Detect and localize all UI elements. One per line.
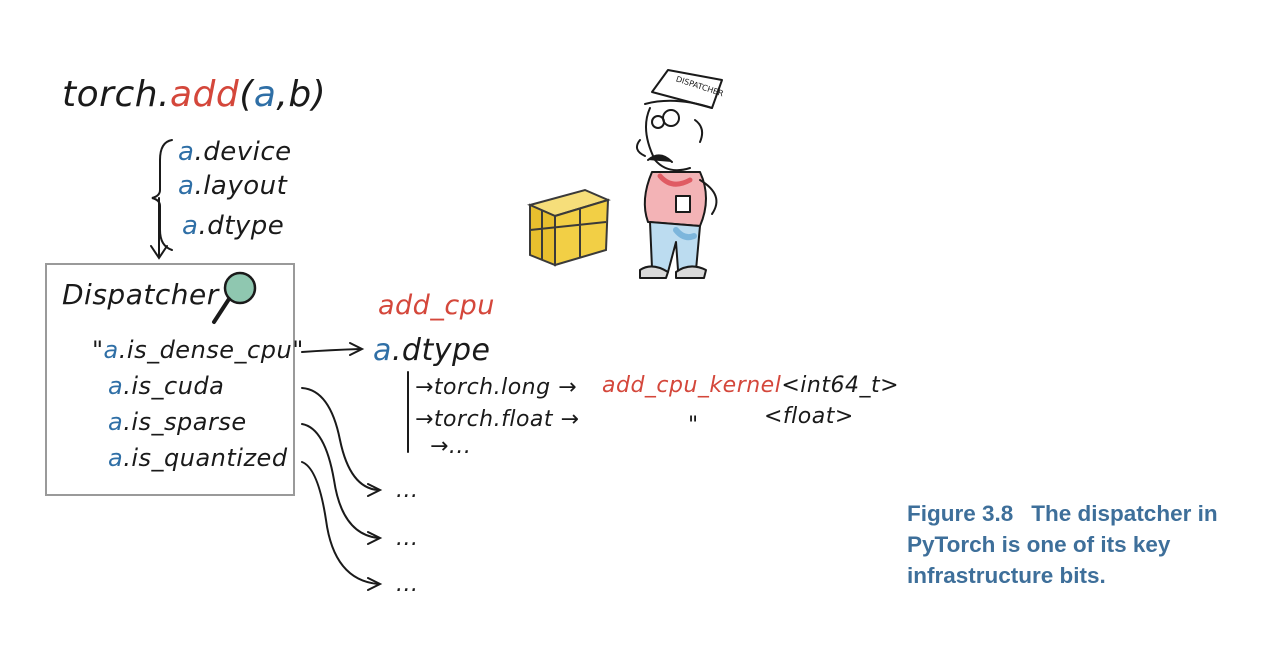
ditto-mark: " — [688, 413, 699, 438]
attribute-dtype: a.dtype — [182, 211, 284, 241]
condition-obj: a — [103, 336, 119, 364]
attribute-layout: a.layout — [178, 171, 287, 201]
quote-close: " — [292, 336, 304, 364]
attribute-obj: a — [182, 211, 199, 241]
condition-obj: a — [108, 372, 124, 400]
dtype-row-more: →... — [430, 434, 472, 459]
arg-a: a — [253, 74, 277, 115]
attribute-name: .layout — [194, 171, 288, 201]
kernel-type: <int64_t> — [781, 373, 899, 398]
dtype-row-long: →torch.long → — [415, 375, 578, 400]
attribute-brace — [150, 139, 173, 260]
dtype-row-float: →torch.float → — [415, 407, 580, 432]
branch-ellipsis: ... — [396, 526, 419, 551]
dtype-check: a.dtype — [373, 333, 491, 368]
attribute-device: a.device — [178, 137, 292, 167]
condition-obj: a — [108, 444, 124, 472]
condition-is-sparse: a.is_sparse — [108, 408, 247, 436]
args-rest: ,b) — [276, 74, 327, 115]
open-paren: ( — [239, 74, 254, 115]
add-cpu-label: add_cpu — [378, 290, 495, 321]
branch-arrows — [301, 387, 383, 591]
float-type: <float> — [764, 404, 854, 429]
magnifier-icon — [212, 271, 257, 324]
add-function: add — [170, 74, 240, 115]
attribute-obj: a — [178, 137, 195, 167]
dtype-obj: a — [373, 333, 392, 368]
attribute-name: .dtype — [198, 211, 285, 241]
kernel-label: add_cpu_kernel<int64_t> — [602, 373, 899, 398]
branch-ellipsis: ... — [396, 572, 419, 597]
condition-is-quantized: a.is_quantized — [108, 444, 288, 472]
caption-text: The dispatcher in PyTorch is one of its … — [907, 501, 1218, 588]
attribute-obj: a — [178, 171, 195, 201]
dispatcher-man-illustration: DISPATCHER — [635, 69, 725, 279]
dtype-name: .dtype — [391, 333, 491, 368]
quote-open: " — [92, 336, 104, 364]
attribute-name: .device — [194, 137, 292, 167]
kernel-name: add_cpu_kernel — [602, 373, 782, 398]
torch-prefix: torch. — [62, 74, 170, 115]
dispatcher-title: Dispatcher — [62, 278, 219, 311]
dense-cpu-arrow — [301, 342, 365, 356]
figure-number: Figure 3.8 — [907, 501, 1014, 526]
condition-name: .is_dense_cpu — [118, 336, 293, 364]
torch-add-call: torch.add(a,b) — [62, 74, 326, 115]
package-box-illustration — [527, 188, 611, 267]
condition-name: .is_quantized — [123, 444, 288, 472]
condition-is-cuda: a.is_cuda — [108, 372, 224, 400]
condition-obj: a — [108, 408, 124, 436]
condition-is-dense-cpu: "a.is_dense_cpu" — [92, 336, 304, 364]
branch-ellipsis: ... — [396, 478, 419, 503]
dispatcher-box — [45, 263, 295, 496]
condition-name: .is_sparse — [123, 408, 247, 436]
condition-name: .is_cuda — [123, 372, 225, 400]
